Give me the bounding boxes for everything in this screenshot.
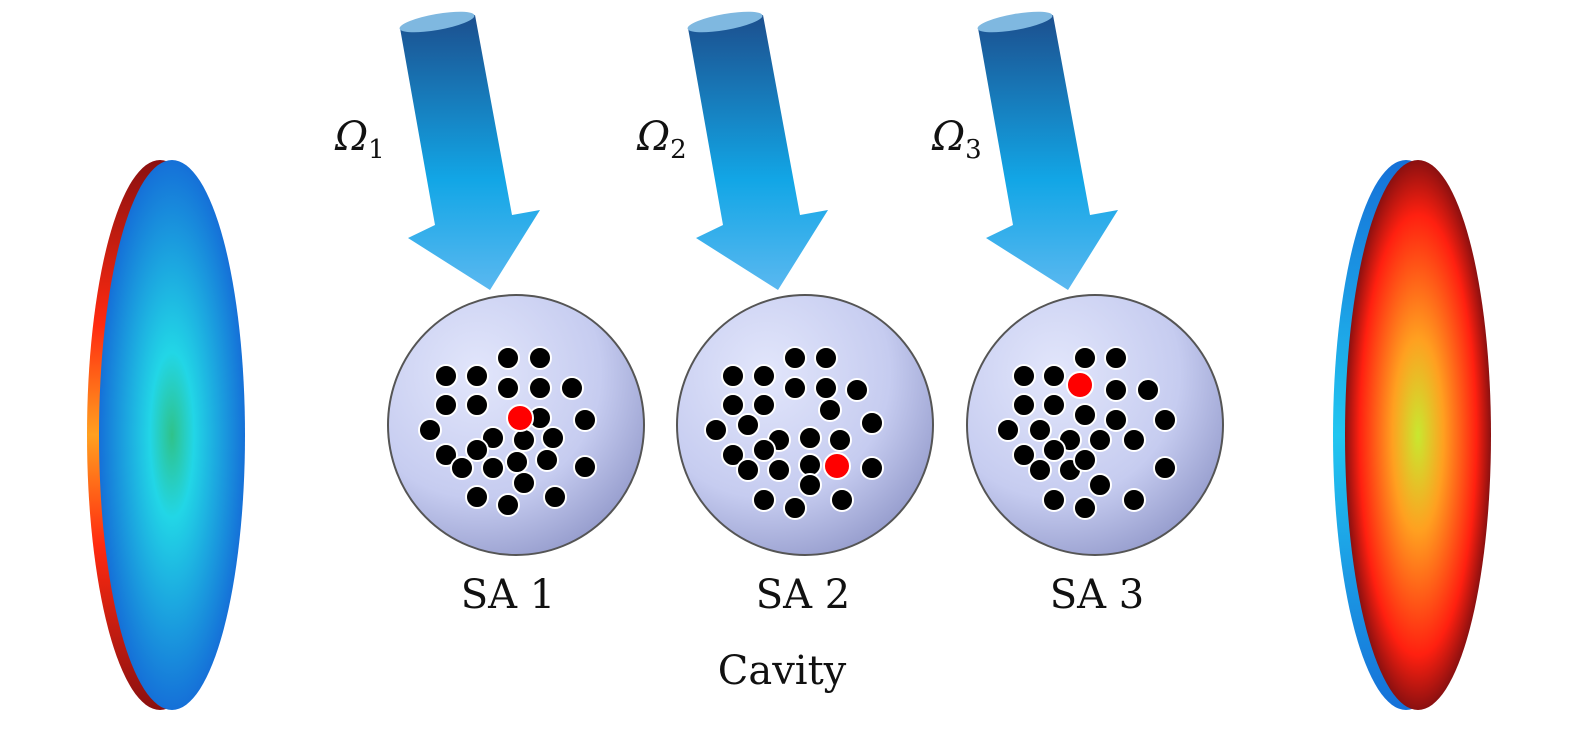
atom — [752, 438, 776, 462]
atom — [481, 426, 505, 450]
atom — [535, 448, 559, 472]
atom — [1073, 346, 1097, 370]
atom — [560, 376, 584, 400]
excited-atom — [1066, 371, 1094, 399]
atom — [512, 471, 536, 495]
atom — [418, 418, 442, 442]
atom — [1012, 443, 1036, 467]
atom — [496, 346, 520, 370]
atom — [1042, 393, 1066, 417]
atom — [736, 458, 760, 482]
atom — [1042, 488, 1066, 512]
atom — [434, 364, 458, 388]
pump-label-1: Ω1 — [334, 114, 385, 165]
atom — [1042, 364, 1066, 388]
atom — [845, 378, 869, 402]
atom — [860, 411, 884, 435]
atomic-ensemble-3 — [966, 294, 1224, 556]
right-mirror — [1333, 160, 1491, 710]
excited-atom — [823, 452, 851, 480]
atom — [465, 438, 489, 462]
pump-label-3: Ω3 — [931, 114, 982, 165]
ensemble-label-2: SA 2 — [756, 572, 850, 618]
excited-atom — [506, 404, 534, 432]
atom — [1122, 488, 1146, 512]
atom — [496, 493, 520, 517]
atom — [767, 458, 791, 482]
atom — [860, 456, 884, 480]
atom — [481, 456, 505, 480]
atom — [704, 418, 728, 442]
cavity-label: Cavity — [718, 648, 847, 694]
atom — [1088, 428, 1112, 452]
atom — [798, 473, 822, 497]
atom — [528, 376, 552, 400]
atom — [528, 346, 552, 370]
atom — [1104, 408, 1128, 432]
atom — [830, 488, 854, 512]
atom — [1073, 496, 1097, 520]
atom — [541, 426, 565, 450]
atom — [721, 393, 745, 417]
atom — [434, 393, 458, 417]
atom — [752, 364, 776, 388]
pump-arrow-2 — [687, 11, 828, 290]
atom — [996, 418, 1020, 442]
atom — [736, 413, 760, 437]
atom — [798, 426, 822, 450]
atom — [543, 485, 567, 509]
atomic-ensemble-1 — [387, 294, 645, 556]
atom — [1028, 458, 1052, 482]
atom — [465, 485, 489, 509]
atom — [1028, 418, 1052, 442]
pump-arrow-1 — [399, 11, 540, 290]
atom — [1088, 473, 1112, 497]
atom — [721, 443, 745, 467]
atom — [818, 398, 842, 422]
atom — [752, 488, 776, 512]
atom — [496, 376, 520, 400]
atom — [1153, 408, 1177, 432]
pump-arrow-3 — [977, 11, 1118, 290]
atom — [465, 364, 489, 388]
atom — [783, 496, 807, 520]
atom — [814, 376, 838, 400]
ensemble-disk — [676, 294, 934, 556]
atom — [752, 393, 776, 417]
atom — [1012, 364, 1036, 388]
atom — [573, 408, 597, 432]
atom — [512, 428, 536, 452]
atom — [814, 346, 838, 370]
atom — [573, 455, 597, 479]
atom — [505, 450, 529, 474]
atom — [721, 364, 745, 388]
atom — [434, 443, 458, 467]
ensemble-label-3: SA 3 — [1050, 572, 1144, 618]
atom — [1073, 403, 1097, 427]
atom — [783, 376, 807, 400]
atom — [828, 428, 852, 452]
left-mirror — [87, 160, 245, 710]
atom — [1042, 438, 1066, 462]
atom — [465, 393, 489, 417]
atom — [1104, 346, 1128, 370]
atom — [798, 453, 822, 477]
atom — [1136, 378, 1160, 402]
atom — [1104, 378, 1128, 402]
atom — [1122, 428, 1146, 452]
atom — [783, 346, 807, 370]
atom — [1073, 448, 1097, 472]
atom — [450, 456, 474, 480]
ensemble-label-1: SA 1 — [461, 572, 555, 618]
atom — [1012, 393, 1036, 417]
atom — [1153, 456, 1177, 480]
pump-label-2: Ω2 — [636, 114, 687, 165]
atomic-ensemble-2 — [676, 294, 934, 556]
ensemble-disk — [966, 294, 1224, 556]
